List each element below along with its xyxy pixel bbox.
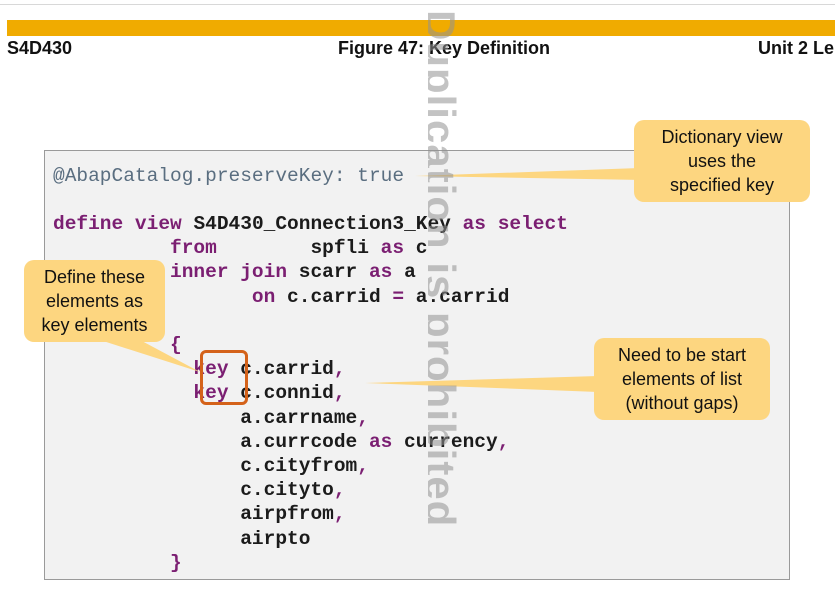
code-line: a.carrname, bbox=[53, 407, 369, 429]
code-token: a.currcode bbox=[53, 430, 369, 453]
code-line: define view S4D430_Connection3_Key as se… bbox=[53, 213, 568, 235]
code-keyword: , bbox=[333, 503, 346, 526]
code-keyword: } bbox=[53, 551, 182, 574]
top-divider bbox=[0, 4, 835, 5]
code-keyword: , bbox=[497, 430, 510, 453]
code-line: c.cityfrom, bbox=[53, 455, 369, 477]
code-keyword: as select bbox=[462, 213, 568, 235]
code-token: a.carrid bbox=[404, 285, 510, 308]
code-token: spfli bbox=[310, 237, 381, 260]
code-line: c.cityto, bbox=[53, 479, 346, 502]
code-line: on c.carrid = a.carrid bbox=[53, 286, 509, 308]
code-keyword: , bbox=[333, 358, 346, 381]
code-token: c.cityfrom bbox=[53, 455, 358, 477]
code-token: a.carrname bbox=[53, 406, 358, 429]
code-line: from spfli as c bbox=[53, 237, 427, 259]
code-line: a.currcode as currency, bbox=[53, 431, 509, 453]
code-keyword: inner join bbox=[53, 261, 299, 284]
code-keyword: , bbox=[357, 455, 369, 477]
figure-title: Figure 47: Key Definition bbox=[338, 38, 551, 58]
code-token: scarr bbox=[298, 261, 369, 284]
code-keyword: , bbox=[357, 406, 369, 429]
code-token: c.carrid bbox=[240, 358, 334, 381]
course-code: S4D430 bbox=[7, 38, 73, 58]
code-keyword: from bbox=[53, 237, 311, 260]
code-token: currency bbox=[392, 430, 498, 453]
code-token: airpto bbox=[53, 527, 311, 550]
code-keyword: , bbox=[333, 479, 346, 502]
code-token: S4D430_Connection3_Key bbox=[193, 213, 463, 235]
key-highlight-box bbox=[200, 350, 248, 405]
code-token: a bbox=[392, 261, 416, 284]
dictionary-view-callout: Dictionary view uses the specified key bbox=[634, 120, 810, 202]
code-token: airpfrom bbox=[53, 503, 334, 526]
code-line: } bbox=[53, 552, 182, 574]
code-keyword: on bbox=[53, 285, 288, 308]
code-line: airpfrom, bbox=[53, 503, 346, 526]
code-keyword: as bbox=[368, 261, 393, 284]
code-token: c.connid bbox=[240, 382, 334, 405]
define-key-callout: Define these elements as key elements bbox=[24, 260, 165, 342]
code-keyword: = bbox=[392, 285, 405, 308]
code-token: c.cityto bbox=[53, 479, 334, 502]
brand-header-bar bbox=[7, 20, 835, 36]
code-line: airpto bbox=[53, 528, 310, 550]
code-keyword: , bbox=[333, 382, 346, 405]
annotation-line: @AbapCatalog.preserveKey: true bbox=[53, 165, 405, 187]
start-elements-callout: Need to be start elements of list (witho… bbox=[594, 338, 770, 420]
code-keyword: as bbox=[380, 237, 405, 260]
code-token: c bbox=[404, 237, 428, 260]
code-keyword: as bbox=[368, 430, 393, 453]
unit-label: Unit 2 Le bbox=[758, 38, 835, 58]
code-line: inner join scarr as a bbox=[53, 261, 416, 283]
code-keyword: define view bbox=[53, 213, 194, 235]
code-token: c.carrid bbox=[287, 285, 393, 308]
